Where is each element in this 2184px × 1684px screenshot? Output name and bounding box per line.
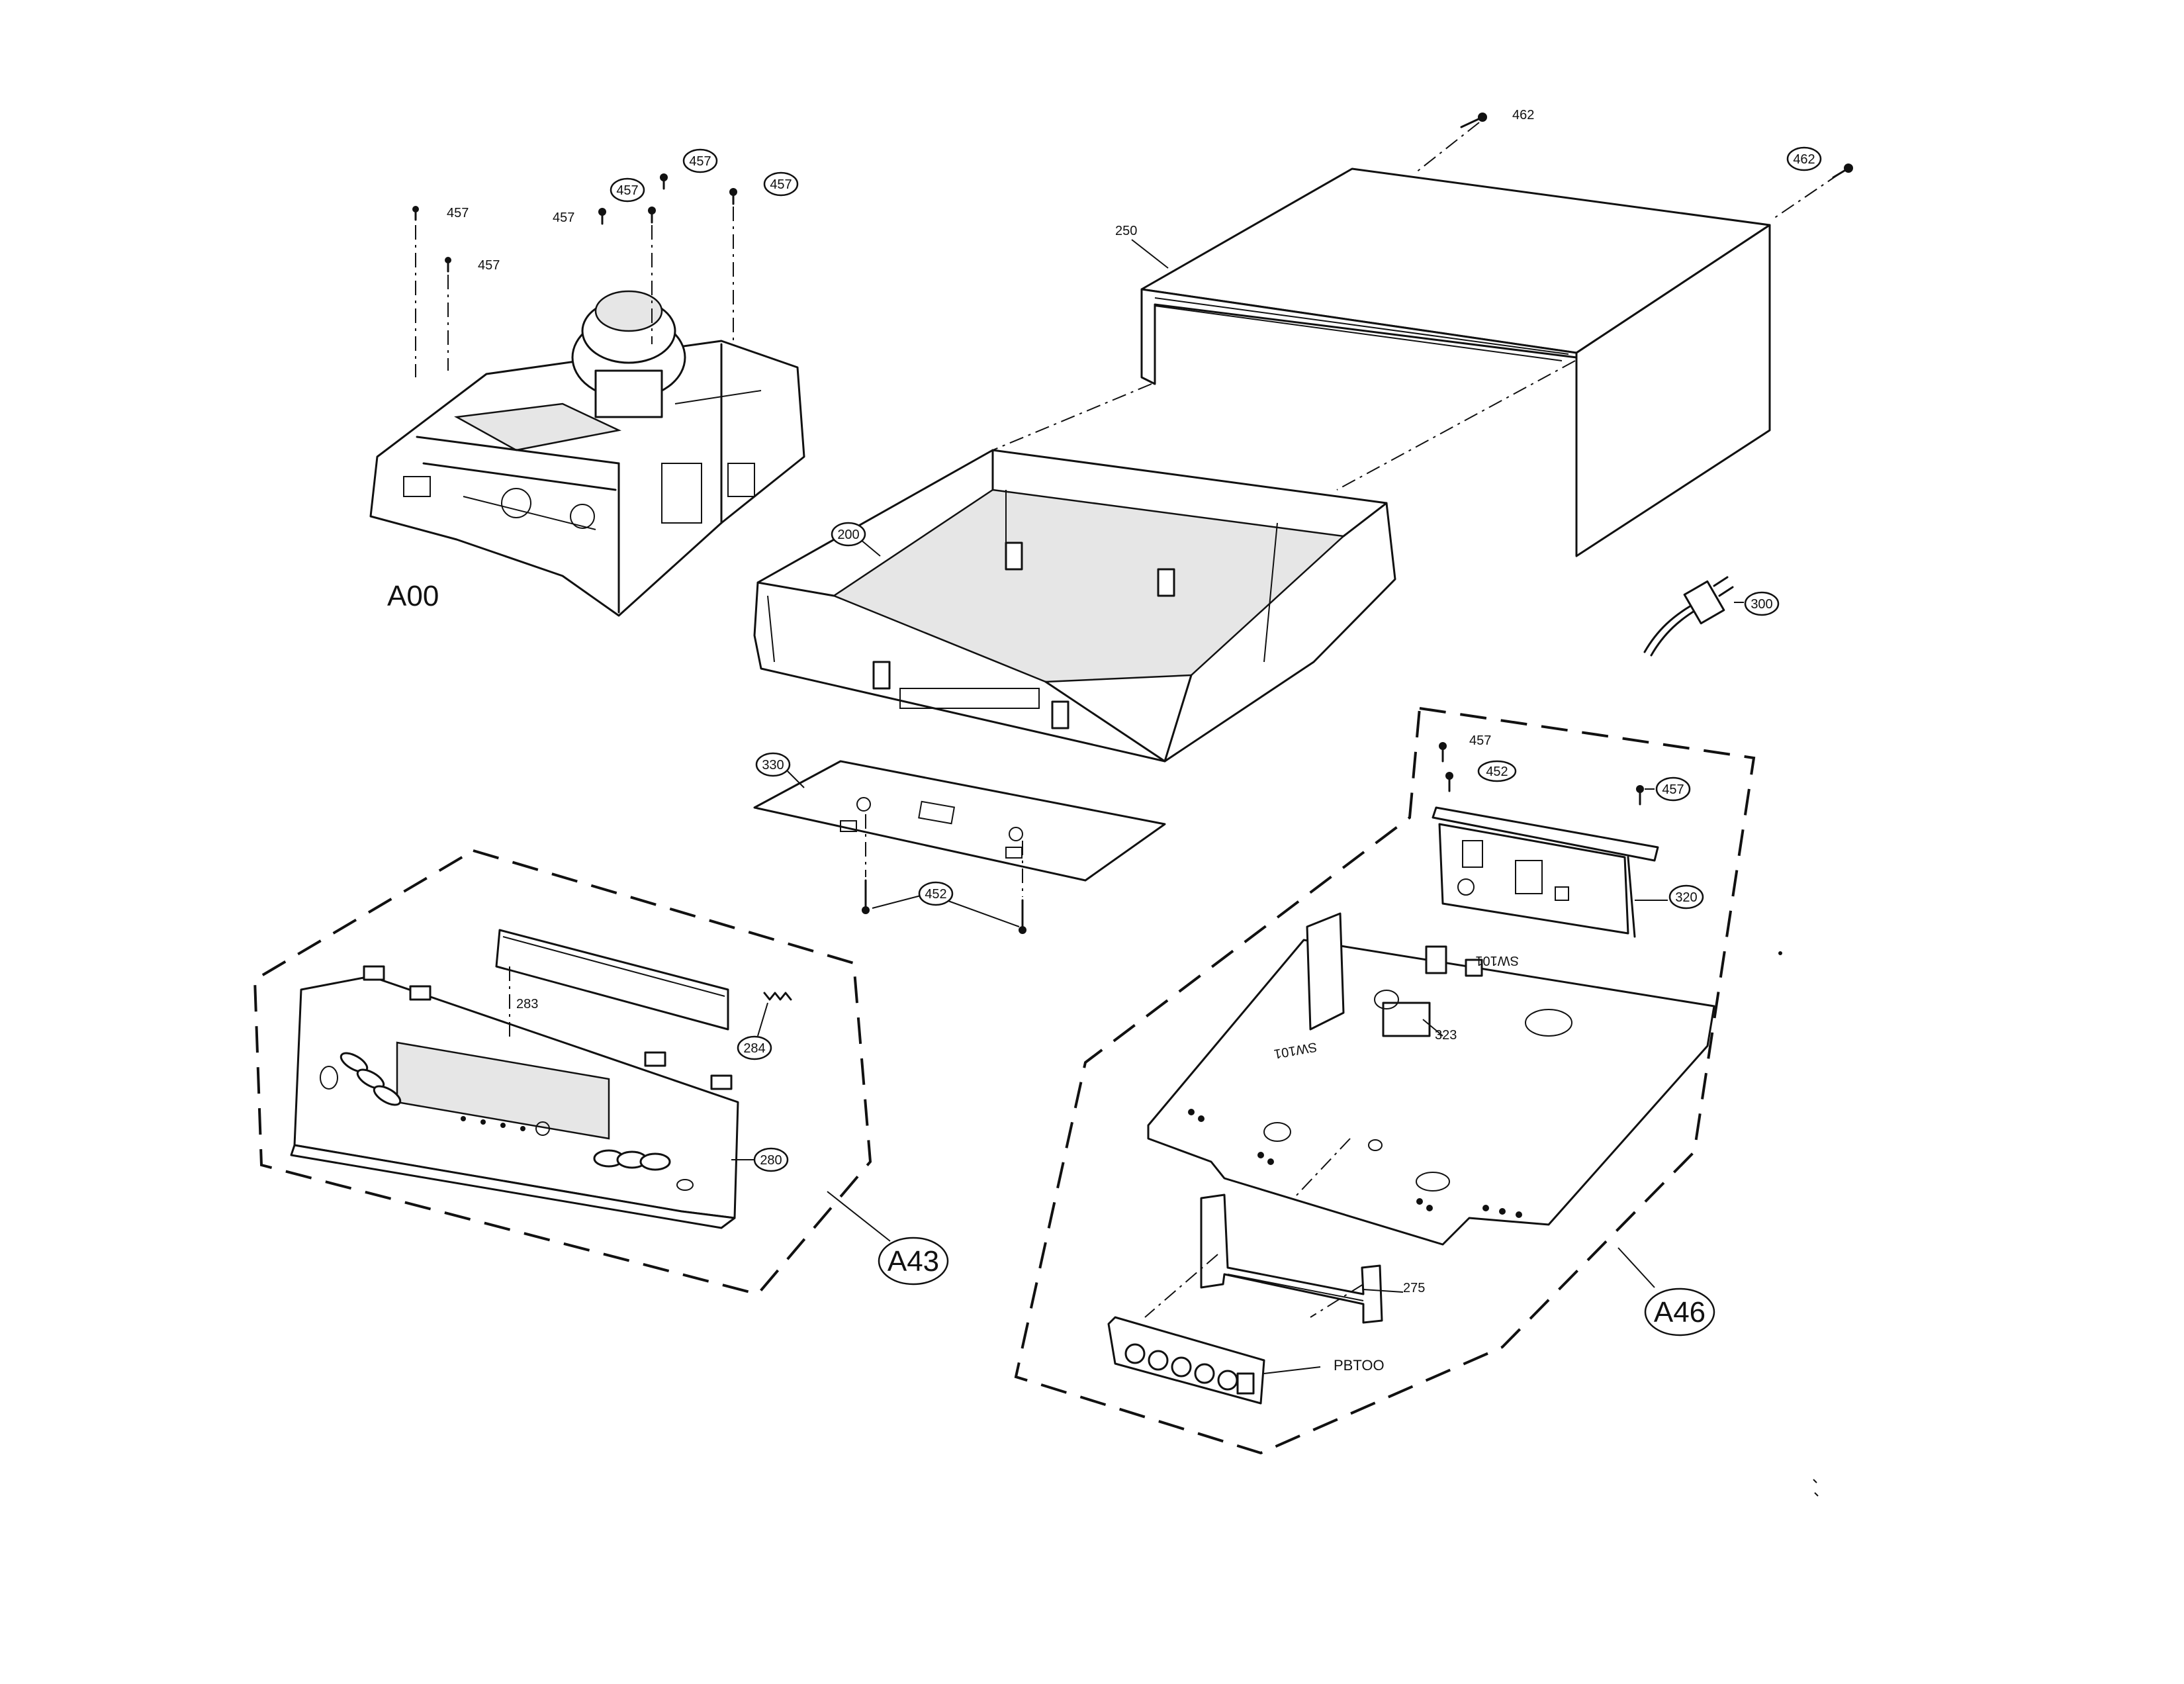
spring-284 xyxy=(763,992,792,1001)
svg-text:250: 250 xyxy=(1115,224,1137,238)
screws-452-bottom xyxy=(862,879,1026,934)
screws-a46 xyxy=(1439,742,1644,806)
svg-text:284: 284 xyxy=(743,1041,765,1056)
main-board-323 xyxy=(1147,912,1715,1246)
svg-text:457: 457 xyxy=(447,206,469,220)
jack-board-pbtoo xyxy=(1107,1316,1265,1405)
jack-bracket-275 xyxy=(1200,1193,1383,1324)
callout-250: 250 xyxy=(1115,224,1137,238)
callout-457-e: 457 xyxy=(682,148,718,173)
svg-text:283: 283 xyxy=(516,997,538,1011)
callout-457-d: 457 xyxy=(610,177,645,203)
svg-text:323: 323 xyxy=(1435,1028,1457,1043)
chassis-frame-200 xyxy=(753,449,1396,763)
svg-text:457: 457 xyxy=(689,154,711,169)
callout-300: 300 xyxy=(1744,591,1780,616)
bottom-plate-330 xyxy=(753,760,1166,882)
tape-mechanism-a00 xyxy=(369,290,805,617)
svg-text:462: 462 xyxy=(1793,152,1815,167)
svg-text:457: 457 xyxy=(616,183,638,198)
svg-text:457: 457 xyxy=(553,210,574,225)
callout-462-top: 462 xyxy=(1512,108,1534,122)
label-sw101-board: SW101 xyxy=(1475,953,1519,968)
screws-457-mechanism xyxy=(412,173,737,273)
svg-text:A46: A46 xyxy=(1654,1296,1706,1329)
svg-text:200: 200 xyxy=(837,528,859,542)
svg-text:PBTOO: PBTOO xyxy=(1334,1357,1385,1374)
svg-text:A00: A00 xyxy=(387,580,439,612)
callout-280: 280 xyxy=(753,1147,789,1172)
svg-text:300: 300 xyxy=(1751,597,1772,612)
callout-452-bottom: 452 xyxy=(918,881,954,906)
sub-board-320 xyxy=(1432,806,1659,938)
svg-text:457: 457 xyxy=(478,258,500,273)
front-panel-280 xyxy=(290,965,739,1229)
screw-462-top xyxy=(1460,113,1487,128)
svg-text:330: 330 xyxy=(762,758,784,772)
assembly-label-a46: A46 xyxy=(1644,1287,1715,1336)
svg-text:280: 280 xyxy=(760,1153,782,1168)
callout-323: 323 xyxy=(1435,1028,1457,1043)
svg-text:462: 462 xyxy=(1512,108,1534,122)
callout-200: 200 xyxy=(831,522,866,547)
power-cord-300 xyxy=(1643,576,1734,657)
callout-457-b: 457 xyxy=(478,258,500,273)
callout-457-g: 457 xyxy=(1469,733,1491,748)
display-window-283 xyxy=(495,929,729,1031)
svg-text:457: 457 xyxy=(1662,782,1684,797)
callout-320: 320 xyxy=(1668,884,1704,910)
svg-text:452: 452 xyxy=(1486,765,1508,779)
svg-text:457: 457 xyxy=(770,177,792,192)
assembly-label-a00: A00 xyxy=(387,580,439,612)
assembly-label-a43: A43 xyxy=(878,1237,949,1286)
callout-pbtoo: PBTOO xyxy=(1334,1357,1385,1374)
callout-457-c: 457 xyxy=(553,210,574,225)
svg-text:A43: A43 xyxy=(887,1245,939,1278)
callout-283: 283 xyxy=(516,997,538,1011)
callout-284: 284 xyxy=(737,1035,772,1060)
callout-457-f: 457 xyxy=(763,171,799,197)
svg-text:320: 320 xyxy=(1675,890,1697,905)
callout-452-a46: 452 xyxy=(1477,760,1517,782)
callout-275: 275 xyxy=(1403,1281,1425,1295)
svg-text:275: 275 xyxy=(1403,1281,1425,1295)
svg-text:457: 457 xyxy=(1469,733,1491,748)
callout-462-right: 462 xyxy=(1786,146,1822,171)
callout-457-a: 457 xyxy=(447,206,469,220)
svg-text:SW101: SW101 xyxy=(1475,953,1519,968)
svg-text:452: 452 xyxy=(925,887,946,902)
callout-330: 330 xyxy=(755,752,791,777)
top-cover-250 xyxy=(1140,167,1771,557)
callout-457-h: 457 xyxy=(1655,776,1691,802)
